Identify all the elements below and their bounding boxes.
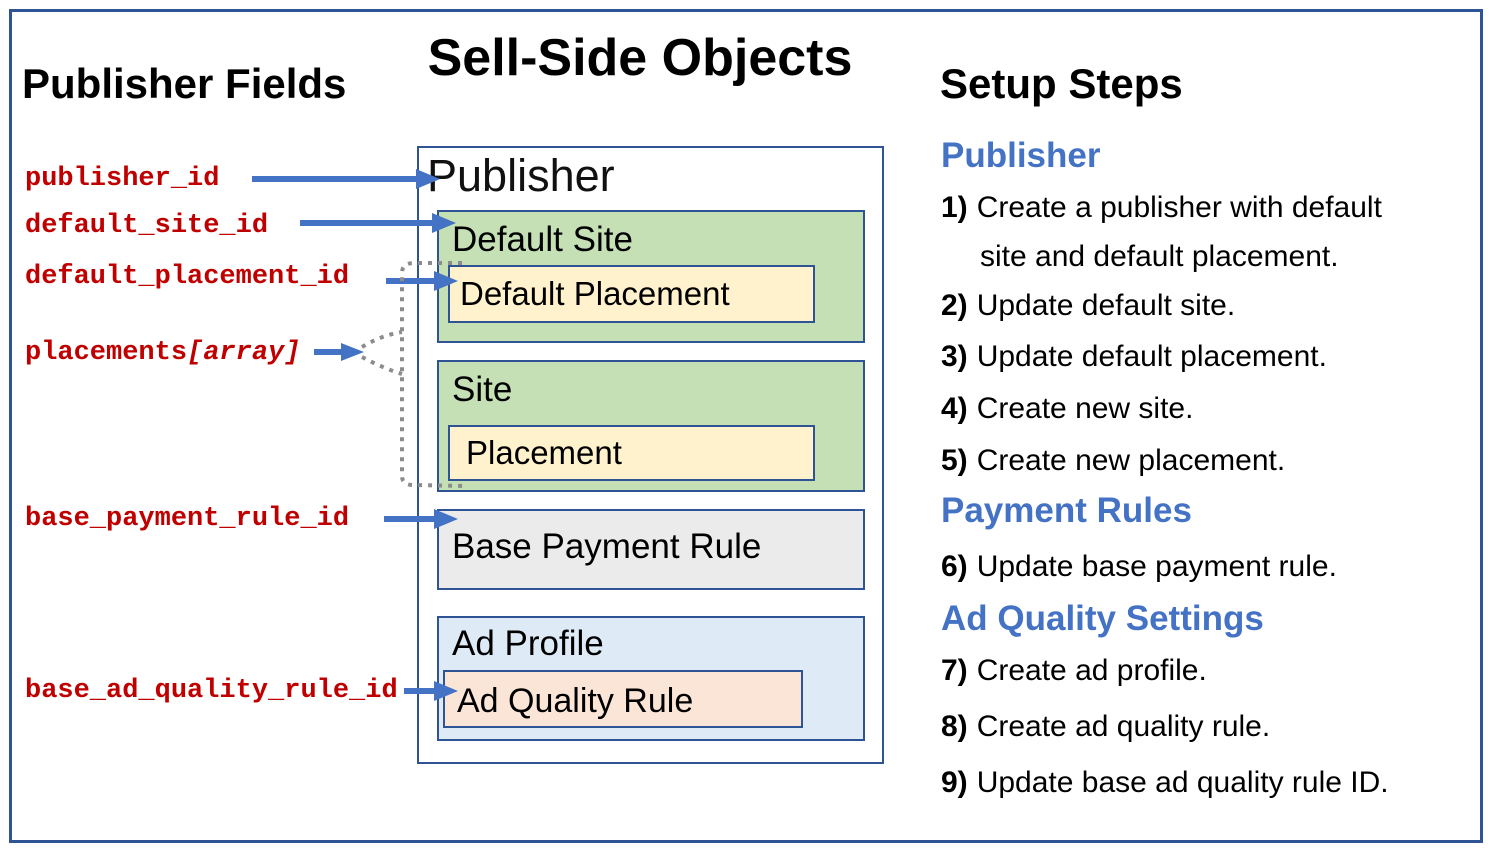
field-placements-array: placements[array] — [25, 338, 301, 368]
default-placement-box: Default Placement — [448, 265, 815, 323]
setup-step-9: 9)Update base ad quality rule ID. — [941, 766, 1389, 800]
step-number: 9) — [941, 766, 968, 799]
ad-profile-label: Ad Profile — [452, 624, 604, 663]
step-number: 8) — [941, 710, 968, 743]
setup-step-4: 4)Create new site. — [941, 392, 1193, 426]
step-text: Create new placement. — [976, 444, 1286, 477]
base-payment-rule-box: Base Payment Rule — [437, 509, 865, 590]
default-placement-label: Default Placement — [460, 275, 730, 312]
step-text: Create new site. — [976, 392, 1194, 425]
ad-quality-rule-label: Ad Quality Rule — [457, 682, 694, 720]
field-base-ad-quality-rule-id: base_ad_quality_rule_id — [25, 676, 398, 706]
setup-step-6: 6)Update base payment rule. — [941, 550, 1337, 584]
step-number: 6) — [941, 550, 968, 583]
steps-heading-ad-quality-settings: Ad Quality Settings — [941, 599, 1264, 638]
step-number: 4) — [941, 392, 968, 425]
field-base-payment-rule-id: base_payment_rule_id — [25, 504, 350, 534]
sell-side-objects-title: Sell-Side Objects — [427, 29, 853, 87]
field-default-placement-id: default_placement_id — [25, 262, 350, 292]
step-text: Create ad profile. — [976, 654, 1207, 687]
step-number: 5) — [941, 444, 968, 477]
setup-step-7: 7)Create ad profile. — [941, 654, 1207, 688]
placement-box: Placement — [448, 425, 815, 481]
step-number: 7) — [941, 654, 968, 687]
field-default-site-id: default_site_id — [25, 211, 269, 241]
setup-step-1: 1)Create a publisher with default site a… — [941, 191, 1382, 274]
site-label: Site — [452, 370, 513, 409]
default-site-label: Default Site — [452, 220, 633, 259]
setup-step-5: 5)Create new placement. — [941, 444, 1285, 478]
setup-step-8: 8)Create ad quality rule. — [941, 710, 1270, 744]
outer-border — [9, 9, 1483, 843]
steps-heading-payment-rules: Payment Rules — [941, 491, 1192, 530]
publisher-fields-title: Publisher Fields — [22, 60, 347, 107]
steps-heading-publisher: Publisher — [941, 136, 1101, 175]
ad-quality-rule-box: Ad Quality Rule — [443, 670, 803, 728]
step-number: 2) — [941, 289, 968, 322]
step-text-continued: site and default placement. — [980, 240, 1339, 273]
publisher-box-label: Publisher — [427, 150, 615, 201]
step-text: Update base ad quality rule ID. — [976, 766, 1389, 799]
setup-steps-title: Setup Steps — [940, 60, 1183, 107]
base-payment-rule-label: Base Payment Rule — [452, 527, 762, 566]
step-text: Update base payment rule. — [976, 550, 1337, 583]
placement-label: Placement — [466, 434, 622, 471]
step-text: Create ad quality rule. — [976, 710, 1271, 743]
field-publisher-id: publisher_id — [25, 164, 220, 194]
step-text: Update default placement. — [976, 340, 1327, 373]
step-text: Create a publisher with default — [976, 191, 1382, 224]
step-number: 1) — [941, 191, 968, 224]
step-number: 3) — [941, 340, 968, 373]
step-text: Update default site. — [976, 289, 1236, 322]
setup-step-3: 3)Update default placement. — [941, 340, 1327, 374]
setup-step-2: 2)Update default site. — [941, 289, 1235, 323]
